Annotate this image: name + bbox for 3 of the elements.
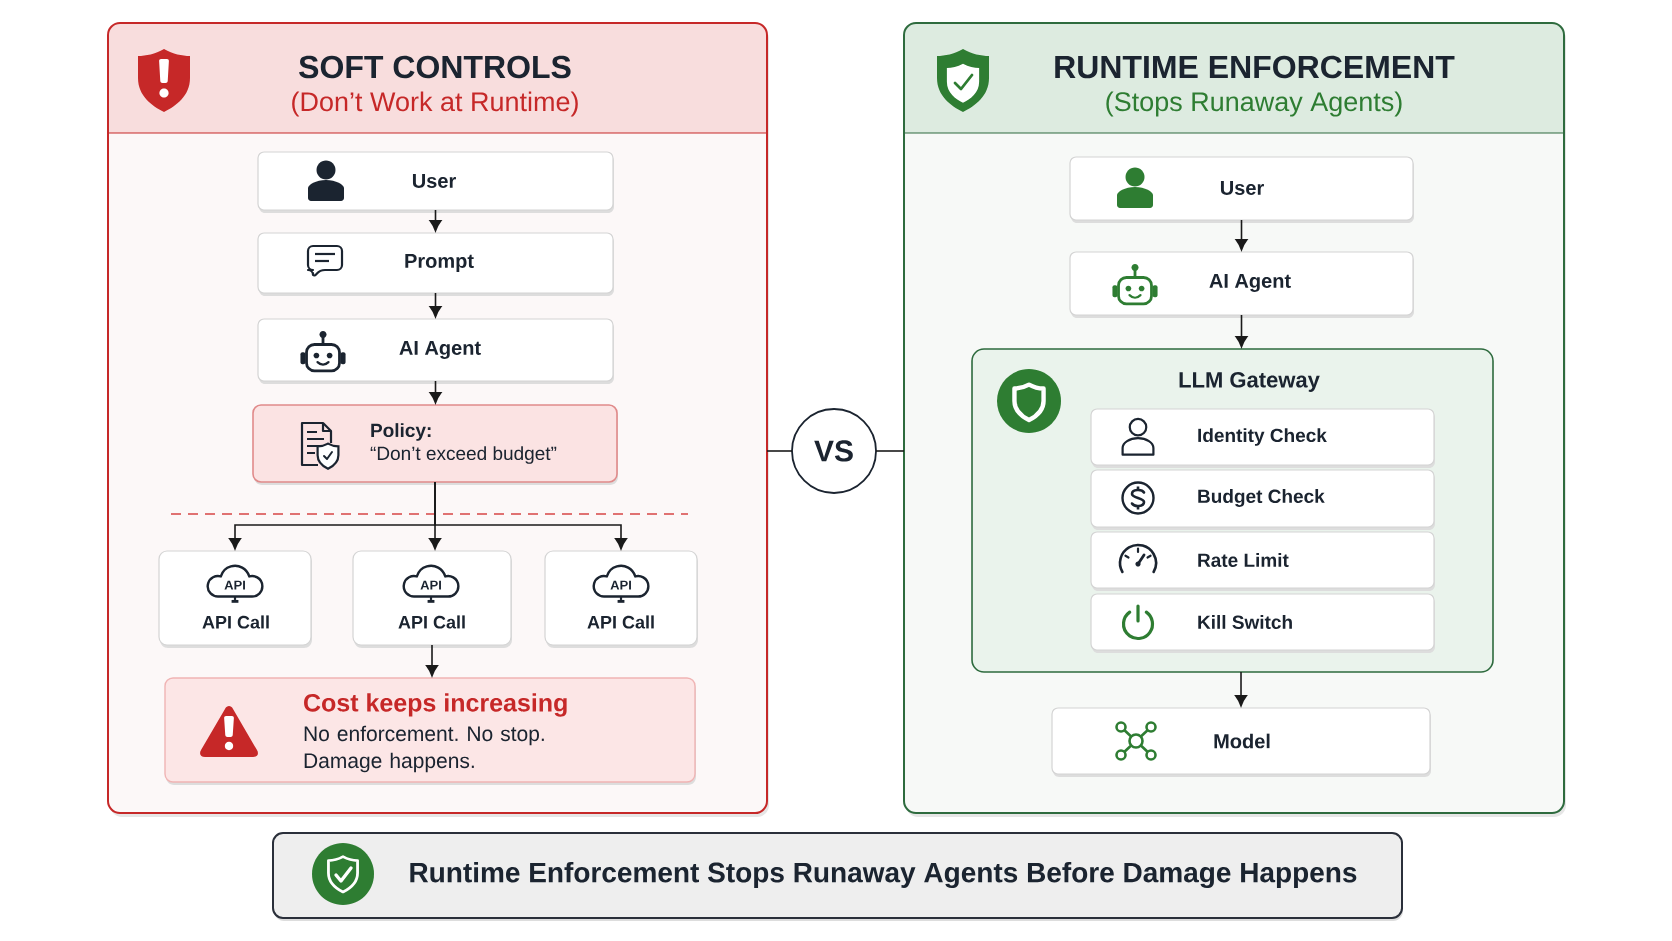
banner: Runtime Enforcement Stops Runaway Agents Before Damage Happens bbox=[272, 832, 1403, 921]
connector-line bbox=[766, 450, 793, 452]
connector-line bbox=[875, 450, 905, 452]
